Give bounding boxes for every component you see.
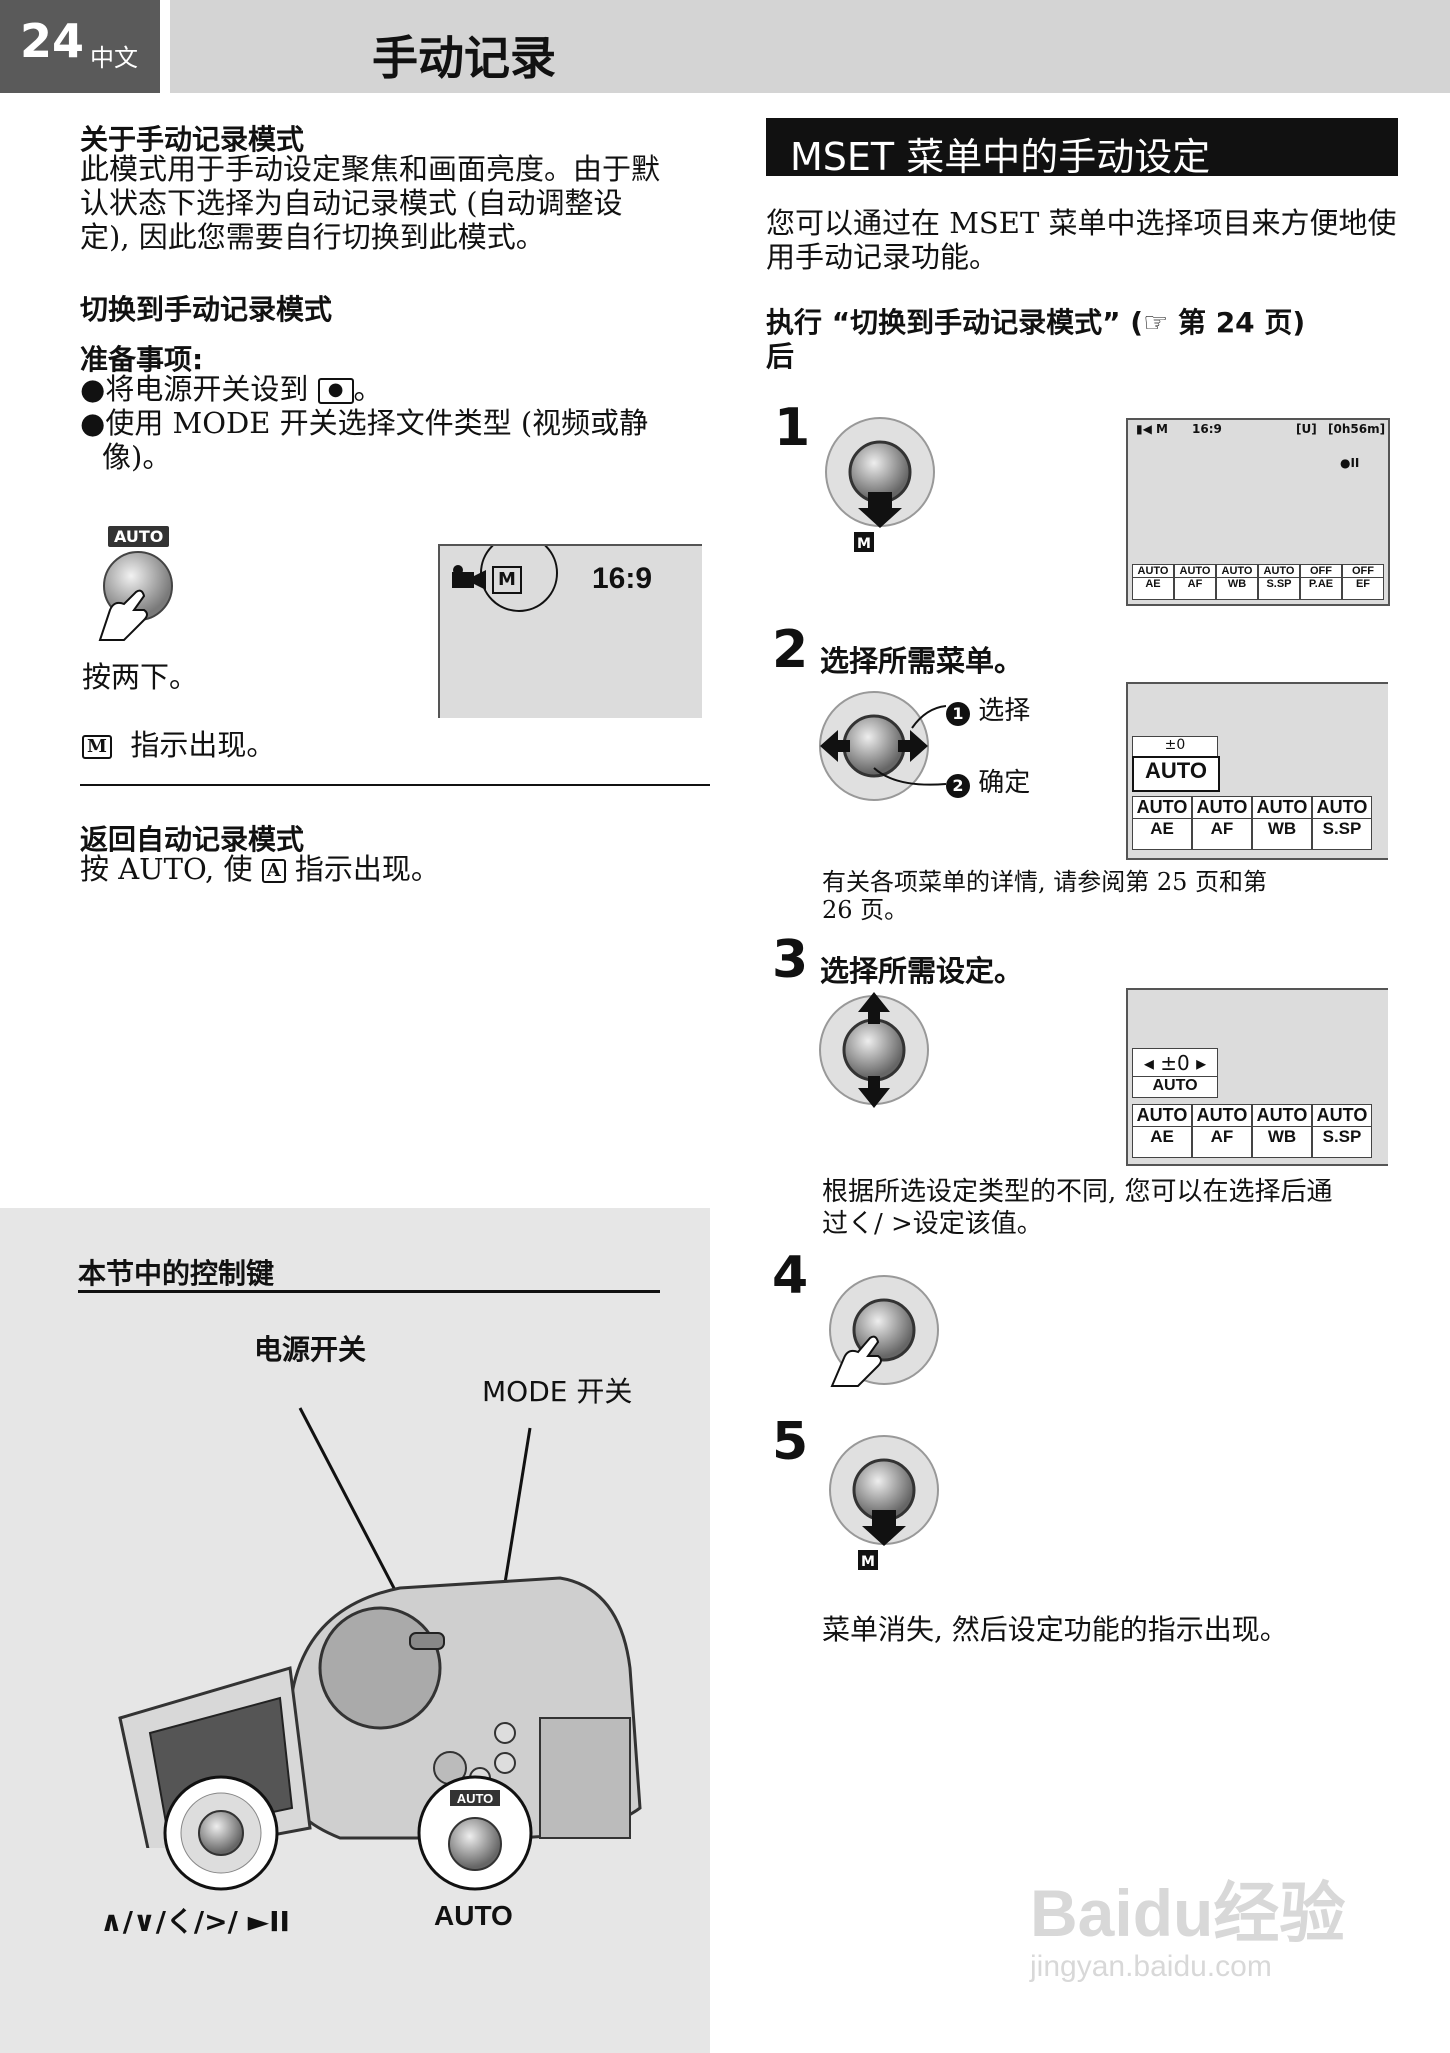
step-3-number: 3 — [772, 930, 809, 990]
dpad-zoom-icon — [163, 1775, 279, 1891]
section-return-auto-title: 返回自动记录模式 — [80, 823, 305, 856]
step-3-note: 根据所选设定类型的不同, 您可以在选择后通过く/ >设定该值。 — [822, 1177, 1333, 1239]
title-bar: 手动记录 — [170, 0, 1450, 93]
language-label: 中文 — [90, 44, 138, 72]
exec-instruction: 执行 “切换到手动记录模式” (☞ 第 24 页)后 — [766, 306, 1306, 373]
press-twice-text: 按两下。 — [82, 660, 199, 694]
auto-button-label: AUTO — [434, 1900, 513, 1931]
dpad-keys-label: ∧/∨/く/>/ ►II — [100, 1905, 290, 1938]
select-label: 1 选择 — [946, 690, 1030, 727]
svg-text:M: M — [861, 1554, 875, 1570]
aspect-ratio-text: 16:9 — [592, 562, 653, 595]
section-manual-mode-body: 此模式用于手动设定聚焦和画面亮度。由于默认状态下选择为自动记录模式 (自动调整设… — [80, 152, 661, 254]
auto-button-zoom-icon: AUTO — [417, 1775, 533, 1891]
auto-a-icon: A — [261, 859, 286, 883]
mset-intro: 您可以通过在 MSET 菜单中选择项目来方便地使用手动记录功能。 — [766, 206, 1397, 274]
section-return-auto-body: 按 AUTO, 使 A 指示出现。 — [80, 852, 440, 886]
watermark-url: jingyan.baidu.com — [1030, 1950, 1272, 1983]
svg-text:AUTO: AUTO — [457, 1791, 494, 1806]
step-1-number: 1 — [774, 398, 811, 458]
controls-panel: 本节中的控制键 电源开关 MODE 开关 ∧/∨/く/>/ ►II AUTO A… — [0, 1208, 710, 2053]
mset-banner-title: MSET 菜单中的手动设定 — [790, 135, 1211, 179]
preparation-bullet-1: ●将电源开关设到 ●。 — [80, 372, 383, 406]
video-camera-icon — [452, 565, 486, 590]
dpad-press-icon — [829, 1275, 939, 1387]
dpad-left-right-icon — [819, 691, 946, 801]
step-3-text: 选择所需设定。 — [820, 954, 1024, 988]
step-4-number: 4 — [772, 1246, 809, 1306]
preparation-bullet-2: ●使用 MODE 开关选择文件类型 (视频或静 像)。 — [80, 406, 649, 474]
controls-underline — [78, 1290, 660, 1293]
preparation-title: 准备事项: — [80, 343, 204, 376]
section-manual-mode-title: 关于手动记录模式 — [80, 123, 305, 156]
indicator-highlight-circle — [480, 546, 558, 612]
svg-text:M: M — [857, 536, 871, 552]
mset-banner: MSET 菜单中的手动设定 — [766, 118, 1398, 179]
confirm-label: 2 确定 — [946, 762, 1030, 799]
page-number: 24 — [20, 14, 85, 68]
record-mode-icon: ● — [317, 378, 354, 404]
lcd-preview-manual: M 16:9 — [438, 544, 702, 718]
power-switch-label: 电源开关 — [254, 1333, 367, 1366]
divider — [80, 784, 710, 786]
dpad-up-down-icon — [819, 992, 929, 1108]
m-indicator-note: M 指示出现。 — [82, 728, 275, 762]
auto-label: AUTO — [108, 526, 170, 547]
step-5-note: 菜单消失, 然后设定功能的指示出现。 — [822, 1613, 1288, 1646]
step-2-text: 选择所需菜单。 — [820, 644, 1024, 678]
page-title: 手动记录 — [372, 31, 556, 85]
dpad-down-m-icon: M — [829, 1435, 939, 1570]
dpad-down-icon: M — [825, 417, 935, 552]
section-switch-title: 切换到手动记录模式 — [80, 293, 333, 326]
mode-switch-label: MODE 开关 — [482, 1375, 633, 1408]
page-number-block: 24 中文 — [0, 0, 160, 93]
step-5-number: 5 — [772, 1412, 809, 1472]
auto-button-press-icon — [98, 551, 173, 641]
manual-m-icon: M — [82, 735, 112, 759]
step-2-number: 2 — [772, 620, 809, 680]
controls-title: 本节中的控制键 — [78, 1257, 275, 1290]
watermark-logo: Baidu经验 — [1030, 1876, 1346, 1950]
